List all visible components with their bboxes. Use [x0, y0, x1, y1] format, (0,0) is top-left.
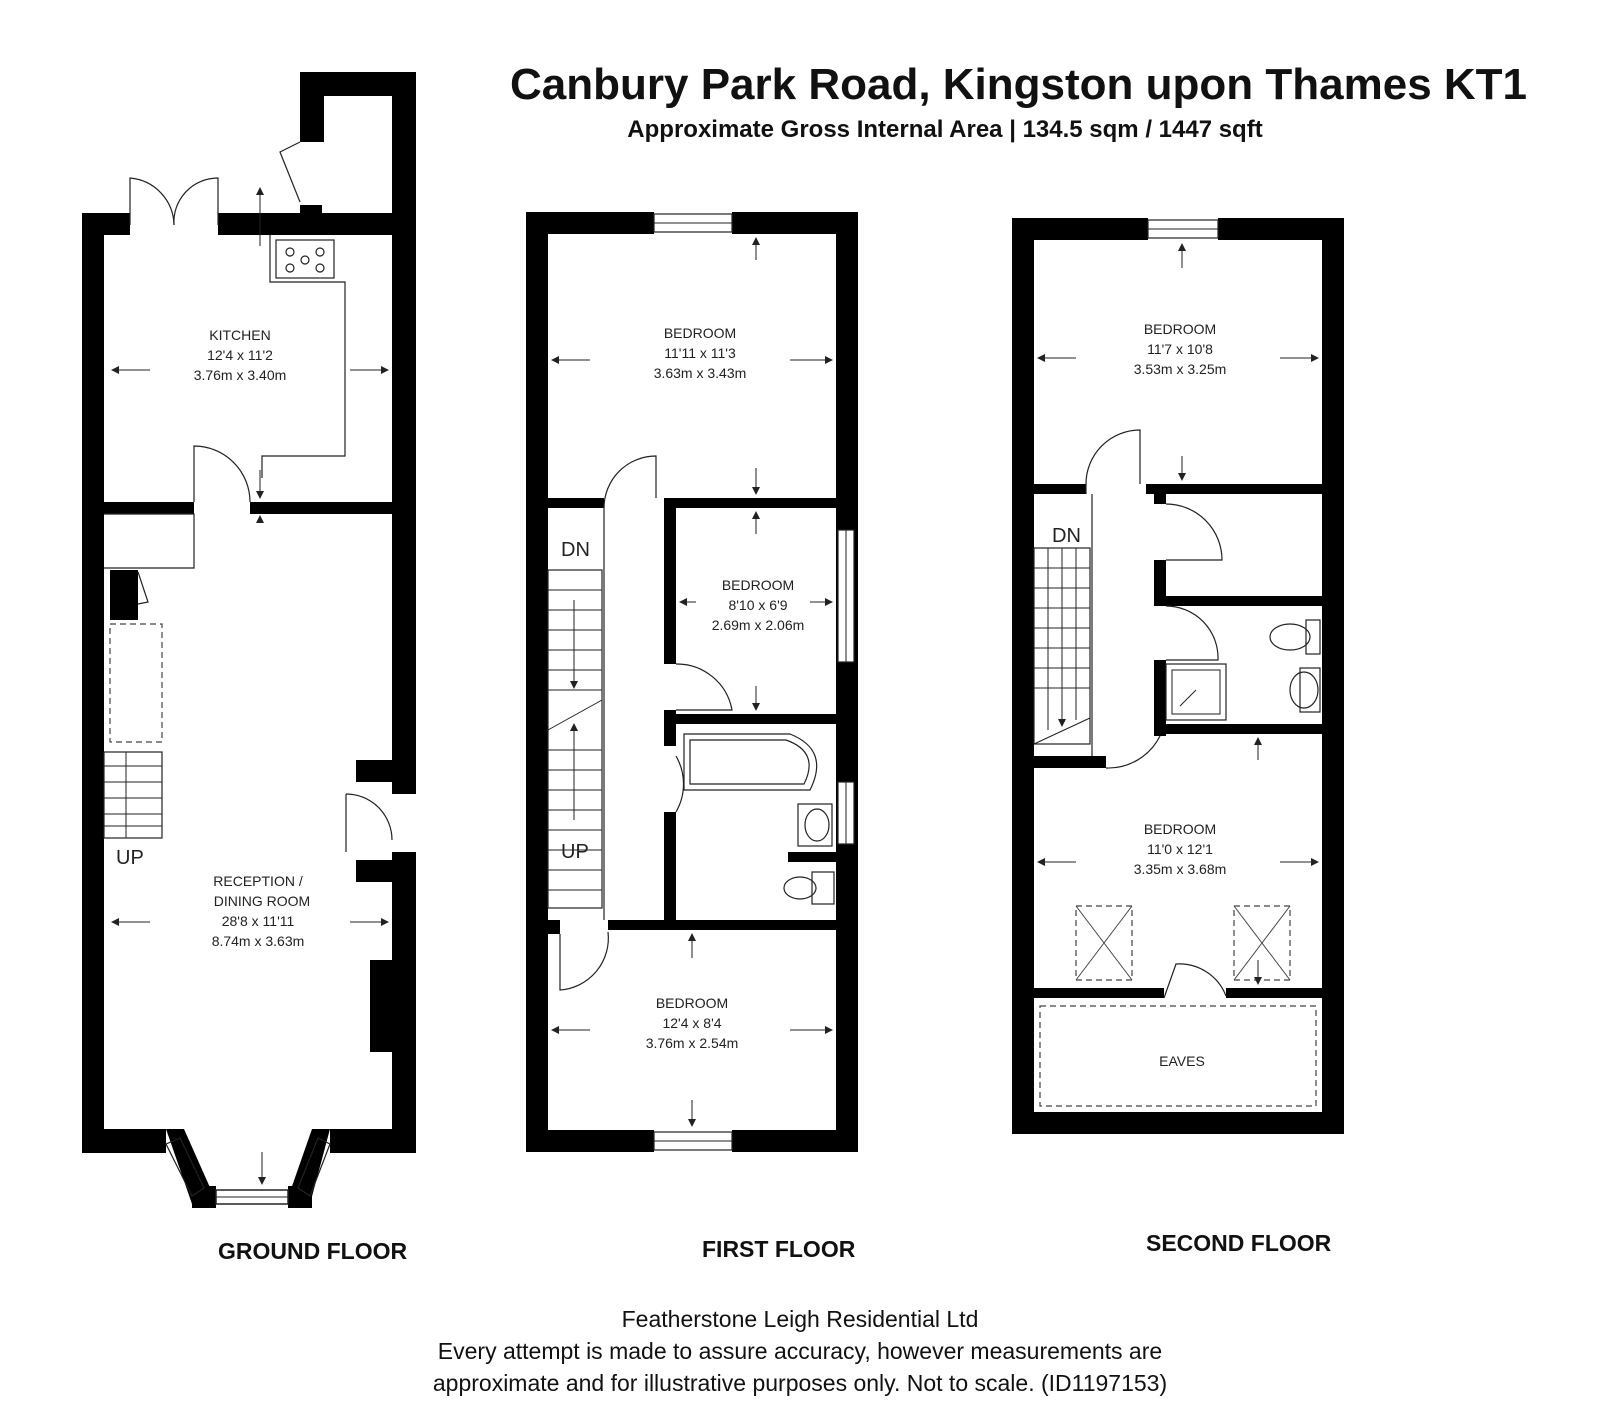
first-bedroom-front-metric: 3.76m x 2.54m [646, 1035, 739, 1051]
reception-name-line2: DINING ROOM [214, 893, 310, 909]
kitchen-metric: 3.76m x 3.40m [194, 367, 287, 383]
first-floor-label: FIRST FLOOR [702, 1236, 856, 1262]
second-floor-plan: BEDROOM 11'7 x 10'8 3.53m x 3.25m BEDROO… [1012, 218, 1344, 1134]
reception-imperial: 28'8 x 11'11 [222, 913, 295, 929]
reception-metric: 8.74m x 3.63m [212, 933, 305, 949]
second-bedroom-front-metric: 3.35m x 3.68m [1134, 861, 1227, 877]
footer-company: Featherstone Leigh Residential Ltd [621, 1306, 979, 1332]
second-floor-label: SECOND FLOOR [1146, 1230, 1332, 1256]
second-stairs-down-label: DN [1052, 525, 1081, 547]
second-bedroom-rear-metric: 3.53m x 3.25m [1134, 361, 1227, 377]
page-subtitle: Approximate Gross Internal Area | 134.5 … [627, 116, 1263, 143]
first-bedroom-rear-name: BEDROOM [664, 325, 736, 341]
footer-disclaimer-line1: Every attempt is made to assure accuracy… [437, 1338, 1163, 1364]
first-stairs-up-label: UP [561, 841, 589, 863]
second-bedroom-rear-imperial: 11'7 x 10'8 [1147, 341, 1213, 357]
second-bedroom-rear-name: BEDROOM [1144, 321, 1216, 337]
first-bedroom-rear-imperial: 11'11 x 11'3 [664, 345, 736, 361]
first-bedroom-front-name: BEDROOM [656, 995, 728, 1011]
first-bedroom-middle-imperial: 8'10 x 6'9 [728, 597, 787, 613]
first-floor-plan: BEDROOM 11'11 x 11'3 3.63m x 3.43m BEDRO… [526, 212, 858, 1152]
kitchen-name: KITCHEN [209, 327, 270, 343]
second-bedroom-front-name: BEDROOM [1144, 821, 1216, 837]
ground-stairs-up-label: UP [116, 847, 144, 869]
first-stairs-down-label: DN [561, 539, 590, 561]
second-bedroom-front-imperial: 11'0 x 12'1 [1147, 841, 1213, 857]
first-bedroom-middle-metric: 2.69m x 2.06m [712, 617, 805, 633]
eaves-label: EAVES [1159, 1053, 1205, 1069]
ground-floor-label: GROUND FLOOR [218, 1238, 408, 1264]
footer-disclaimer-line2: approximate and for illustrative purpose… [432, 1370, 1168, 1396]
first-bedroom-rear-metric: 3.63m x 3.43m [654, 365, 747, 381]
ground-floor-plan: KITCHEN 12'4 x 11'2 3.76m x 3.40m RECEPT… [82, 72, 416, 1208]
page-title: Canbury Park Road, Kingston upon Thames … [510, 60, 1528, 109]
first-bedroom-middle-name: BEDROOM [722, 577, 794, 593]
first-bedroom-front-imperial: 12'4 x 8'4 [662, 1015, 721, 1031]
reception-name-line1: RECEPTION / [213, 873, 303, 889]
kitchen-imperial: 12'4 x 11'2 [207, 347, 273, 363]
